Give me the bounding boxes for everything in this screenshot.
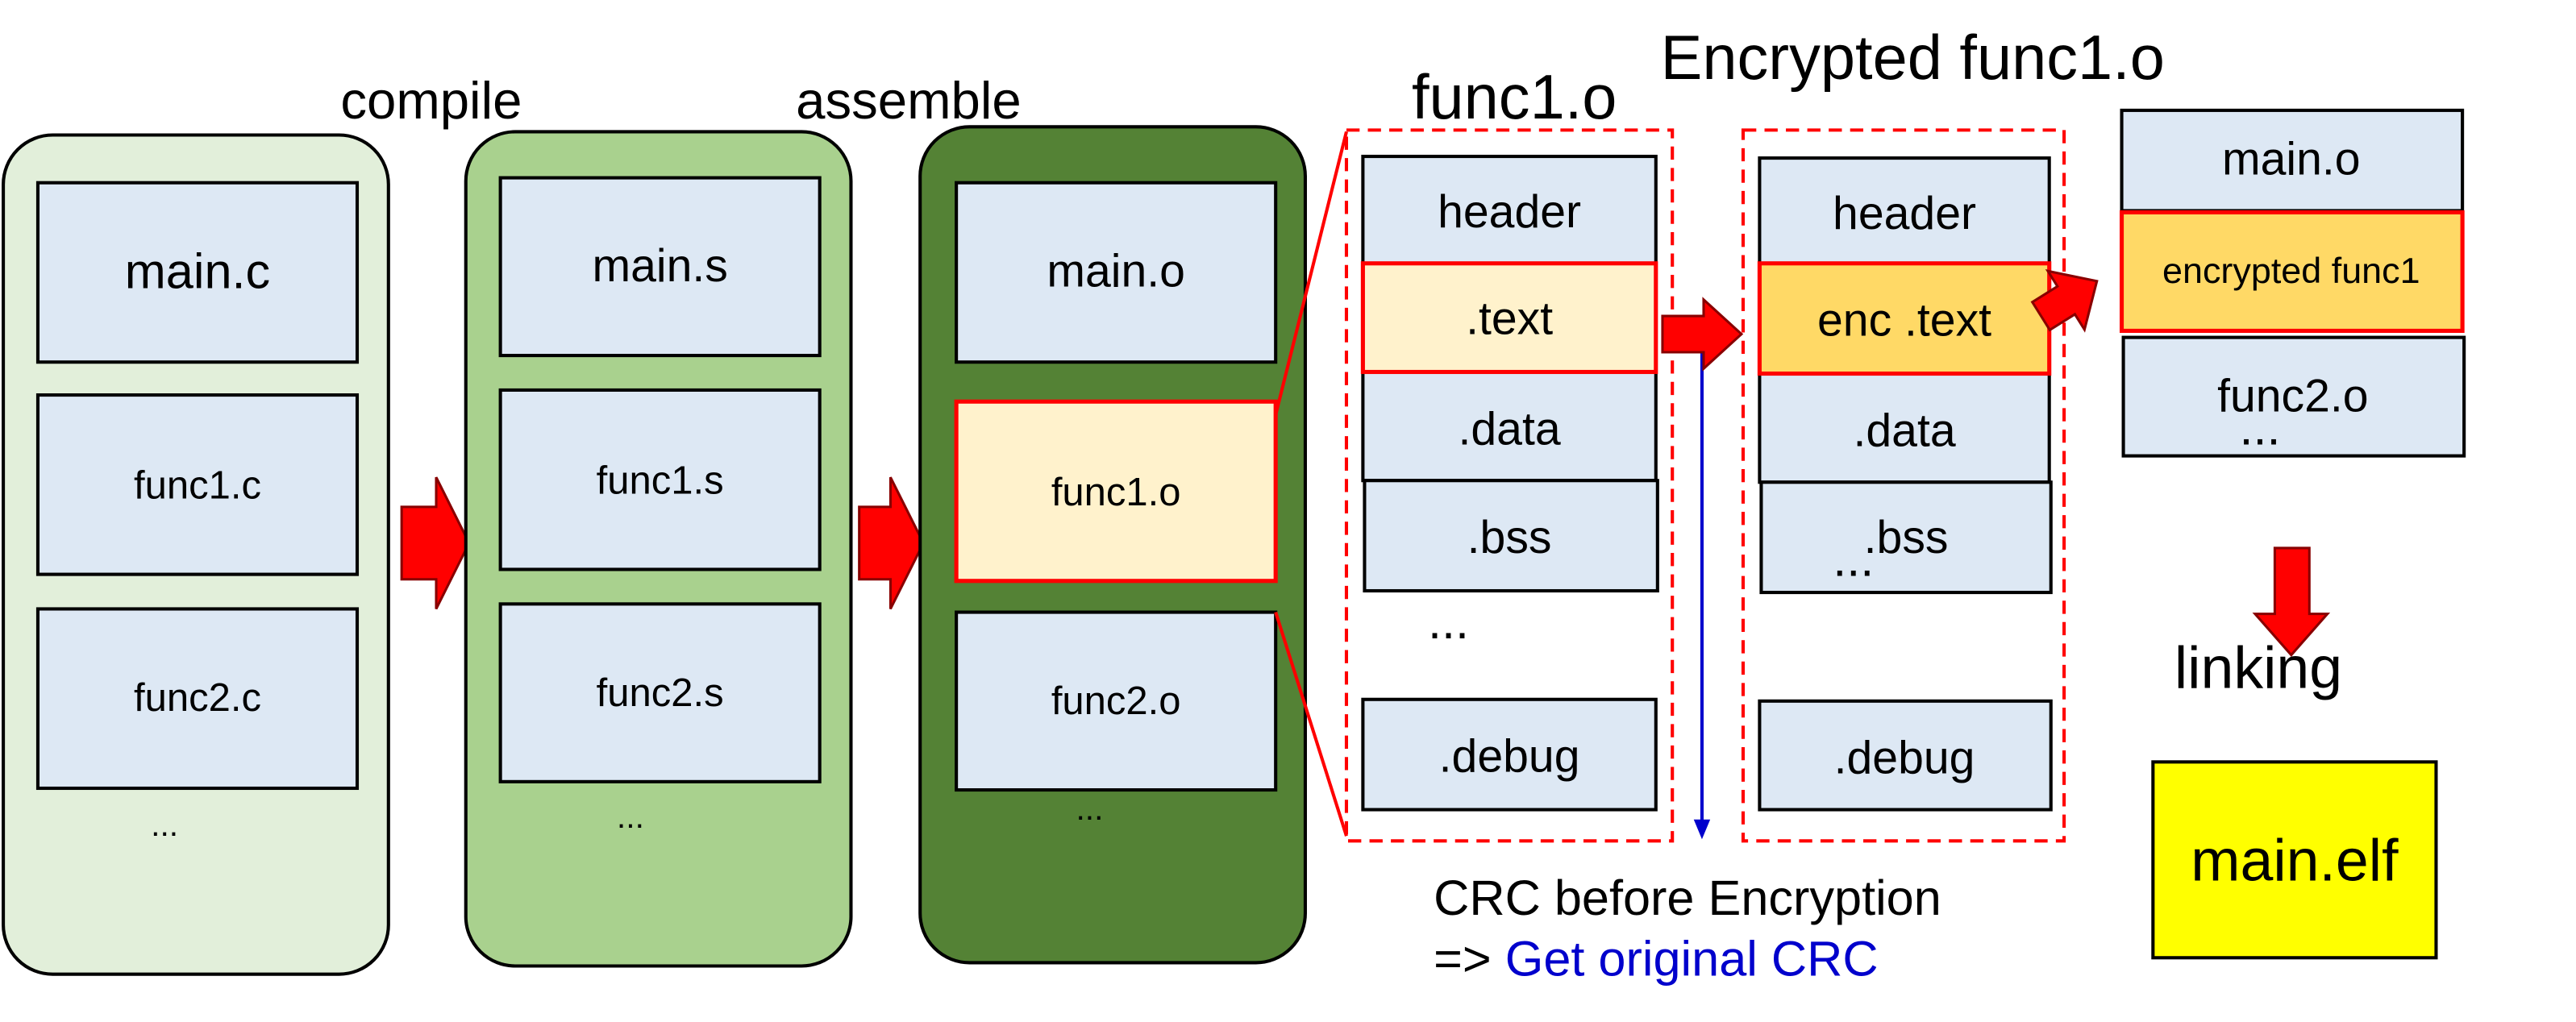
encrypted-bss-box (1759, 480, 2053, 595)
func1o-bss-box (1363, 479, 1659, 593)
zoom-line-bottom (1274, 611, 1348, 837)
obj-label-func1: func1.o (1051, 471, 1181, 514)
encrypted-header-label: header (1833, 188, 1976, 239)
assemble-label: assemble (796, 71, 1022, 130)
asm-ellipsis: ... (617, 798, 644, 835)
asm-box-main (498, 176, 822, 358)
encrypted-text-label: enc .text (1817, 295, 1991, 347)
encrypted-debug-box (1758, 699, 2053, 812)
asm-label-main: main.s (592, 240, 727, 292)
obj-ellipsis: ... (1076, 790, 1103, 827)
source-label-func1: func1.c (134, 464, 261, 508)
obj-box-main (955, 181, 1278, 364)
func1o-dashed-frame (1344, 128, 1675, 843)
asm-box-func1 (498, 388, 822, 571)
crc-arrow-head (1693, 819, 1711, 840)
asm-box-func2 (498, 602, 822, 783)
encrypt-arrow (1661, 297, 1744, 372)
output-label: main.elf (2191, 826, 2399, 893)
linking-label: linking (2174, 634, 2342, 700)
zoom-line-top (1274, 131, 1348, 416)
link-box-main (2120, 108, 2465, 213)
link-box-func2 (2121, 335, 2466, 458)
compile-arrow (400, 476, 471, 610)
encrypted-debug-label: .debug (1834, 733, 1975, 784)
encrypted-header-box (1758, 156, 2051, 265)
link-label-encrypted: encrypted func1 (2162, 250, 2420, 291)
link-label-main: main.o (2222, 134, 2361, 185)
crc-note-line2: => Get original CRC (1434, 932, 1878, 987)
func1o-data-label: .data (1459, 403, 1561, 455)
linking-arrow (2252, 546, 2331, 657)
encrypted-ellipsis: ... (1833, 532, 1874, 587)
source-label-func2: func2.c (134, 676, 261, 720)
func1o-bss-label: .bss (1467, 512, 1552, 563)
link-ellipsis: ... (2240, 400, 2281, 455)
assemble-arrow (858, 476, 926, 610)
asm-label-func2: func2.s (597, 671, 724, 715)
encrypted-data-box (1758, 372, 2051, 484)
obj-box-func2 (955, 610, 1278, 792)
link-label-func2: func2.o (2217, 370, 2369, 422)
encrypted-text-box (1757, 261, 2052, 376)
func1o-data-box (1361, 370, 1658, 483)
encrypted-data-label: .data (1853, 405, 1955, 456)
output-box (2151, 760, 2438, 960)
encrypted-title: Encrypted func1.o (1661, 23, 2165, 93)
obj-label-main: main.o (1047, 245, 1185, 297)
func1o-text-label: .text (1466, 293, 1553, 345)
func1o-header-label: header (1438, 186, 1581, 238)
func1o-text-box (1360, 261, 1658, 375)
func1o-debug-box (1361, 697, 1658, 812)
obj-box-func1 (954, 399, 1278, 584)
crc-note-highlight: Get original CRC (1505, 932, 1879, 987)
source-box-func2 (35, 607, 360, 791)
source-box-main (35, 181, 360, 364)
crc-note-line1: CRC before Encryption (1434, 870, 1941, 925)
encrypted-bss-label: .bss (1864, 512, 1949, 563)
func1o-title: func1.o (1412, 63, 1617, 132)
crc-note-prefix: => (1434, 932, 1505, 987)
encrypted-dashed-frame (1741, 128, 2066, 843)
source-box-func1 (35, 393, 360, 576)
func1o-ellipsis: ... (1428, 594, 1469, 649)
link-box-encrypted (2119, 210, 2465, 334)
link-input-arrow (2030, 269, 2099, 333)
source-label-main: main.c (125, 243, 270, 298)
compile-label: compile (340, 71, 522, 130)
source-ellipsis: ... (151, 806, 178, 843)
func1o-debug-label: .debug (1439, 731, 1580, 783)
func1o-header-box (1361, 155, 1658, 265)
asm-label-func1: func1.s (597, 459, 724, 503)
obj-label-func2: func2.o (1051, 679, 1181, 723)
